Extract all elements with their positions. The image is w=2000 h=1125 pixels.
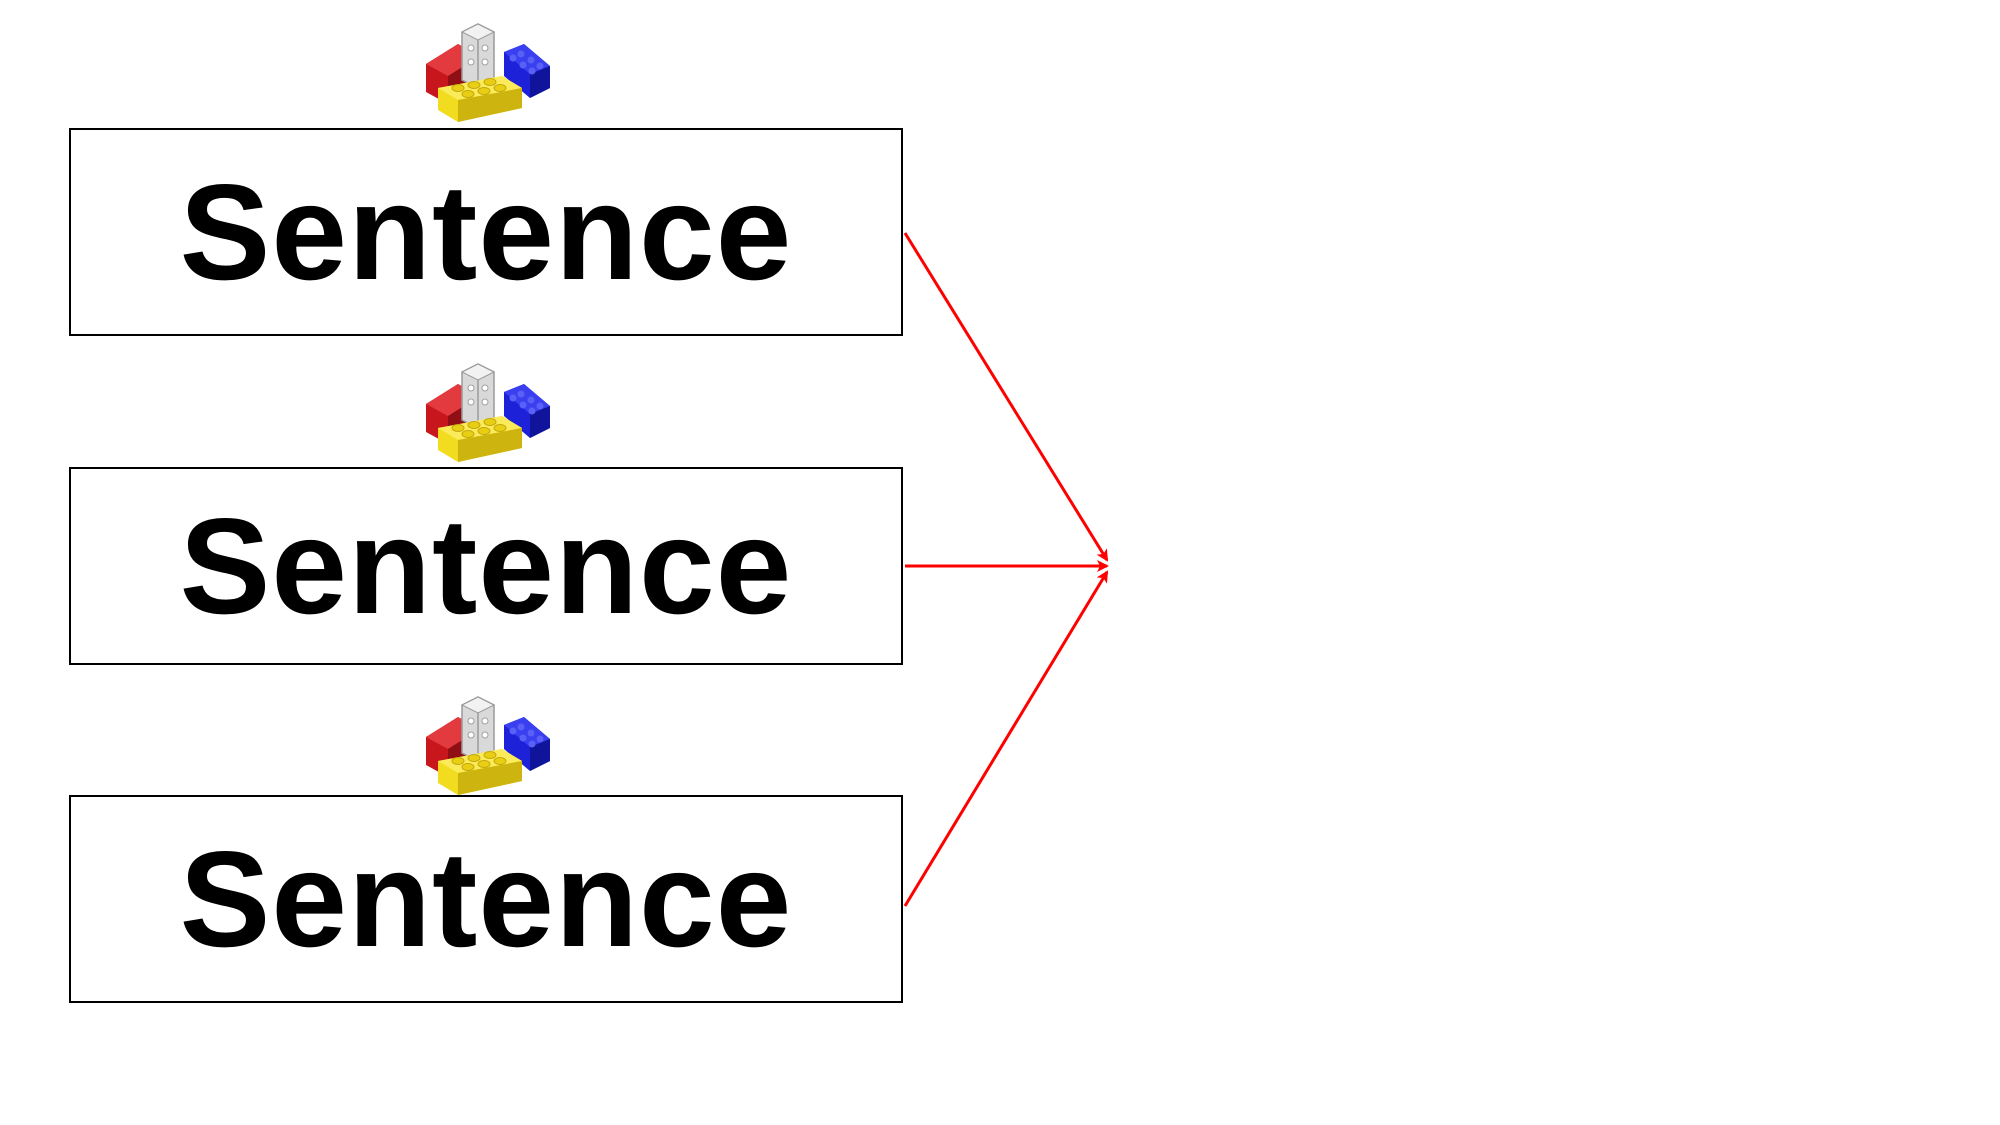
arrow-bottom: [903, 570, 1109, 907]
sentence-box: Sentence: [69, 467, 903, 665]
sentence-label: Sentence: [179, 823, 793, 975]
arrow-top: [903, 232, 1109, 562]
sentence-box: Sentence: [69, 795, 903, 1003]
sentence-label: Sentence: [179, 490, 793, 642]
sentence-box: Sentence: [69, 128, 903, 336]
sentence-label: Sentence: [179, 156, 793, 308]
